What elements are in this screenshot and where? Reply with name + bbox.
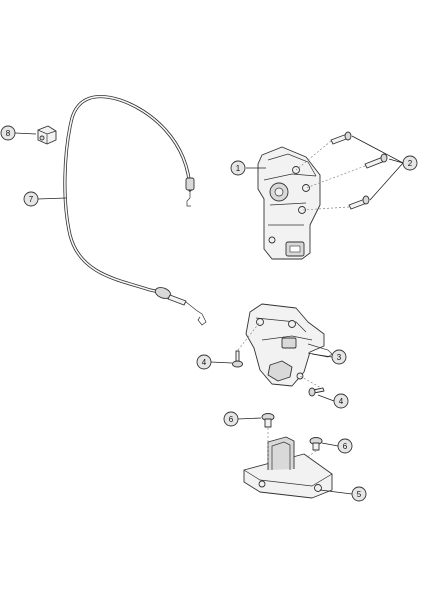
- part-4-screws: [232, 321, 325, 397]
- screw-4b: [308, 387, 325, 397]
- callout-3-label: 3: [337, 353, 342, 362]
- part-7-cable: [63, 95, 207, 326]
- callout-7-label: 7: [29, 195, 34, 204]
- callout-6-right-label: 6: [343, 442, 348, 451]
- callout-8-label: 8: [6, 129, 11, 138]
- callout-2-label: 2: [408, 159, 413, 168]
- callout-5-label: 5: [357, 490, 362, 499]
- part-6-screws: [261, 413, 323, 462]
- part-5-striker: [243, 436, 333, 499]
- callout-3: 3: [331, 349, 347, 365]
- callout-6-right: 6: [337, 438, 353, 454]
- callout-7: 7: [23, 191, 39, 207]
- callout-1: 1: [230, 160, 246, 176]
- callout-2: 2: [402, 155, 418, 171]
- callout-6-left: 6: [223, 411, 239, 427]
- callout-6-left-label: 6: [229, 415, 234, 424]
- leader-lines: [14, 132, 404, 495]
- part-2-screws: [295, 131, 388, 211]
- callout-8: 8: [0, 125, 16, 141]
- callout-5: 5: [351, 486, 367, 502]
- screw-6b: [309, 437, 323, 451]
- callout-4-left-label: 4: [202, 358, 207, 367]
- callout-1-label: 1: [236, 164, 241, 173]
- callout-4-right-label: 4: [339, 397, 344, 406]
- part-1-actuator: [257, 146, 321, 260]
- screw-6a: [261, 413, 275, 428]
- callout-4-right: 4: [333, 393, 349, 409]
- screw-2c: [348, 195, 370, 210]
- part-3-latch: [245, 303, 333, 387]
- callout-4-left: 4: [196, 354, 212, 370]
- screw-2b: [364, 153, 388, 169]
- screw-2a: [330, 131, 352, 145]
- screw-4a: [232, 350, 243, 368]
- part-8-clip: [37, 125, 57, 145]
